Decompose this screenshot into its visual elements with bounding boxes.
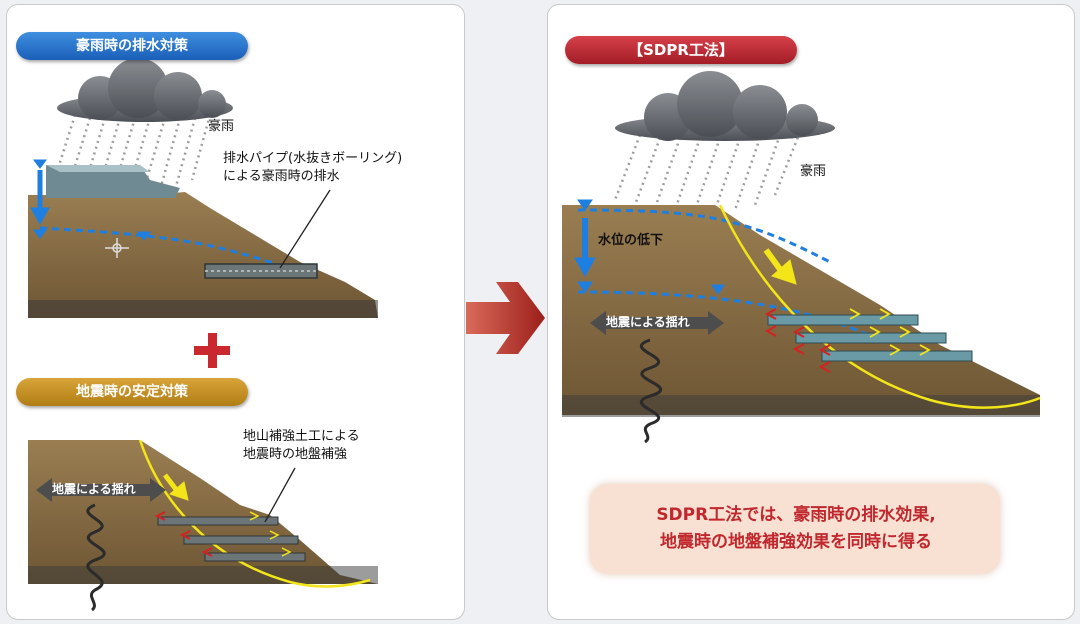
- summary-text: SDPR工法では、豪雨時の排水効果, 地震時の地盤補強効果を同時に得る: [606, 502, 986, 556]
- rain-streaks-right: [613, 131, 802, 211]
- rain-cloud-right: [615, 71, 835, 141]
- shaking-label-right: 地震による揺れ: [606, 315, 690, 329]
- water-drop-label: 水位の低下: [598, 233, 664, 248]
- soil-nails-left: [157, 516, 306, 562]
- reinforce-label-line1: 地山補強土工による: [243, 429, 360, 444]
- slope-ground-quake: [28, 440, 378, 584]
- shaking-arrow-left: [36, 478, 166, 502]
- quake-section-title: 地震時の安定対策: [16, 378, 248, 406]
- reinforce-label-line2: 地震時の地盤補強: [243, 447, 348, 462]
- reinforce-leader-line: [264, 467, 296, 523]
- water-level-arrow-right: [574, 199, 725, 295]
- rain-section-title: 豪雨時の排水対策: [16, 32, 248, 60]
- pipe-label-line1: 排水パイプ(水抜きボーリング): [223, 151, 403, 166]
- rain-label-right: 豪雨: [800, 164, 827, 179]
- water-table-initial: [577, 208, 831, 264]
- rain-scene-left: [28, 58, 378, 318]
- sdpr-title: 【SDPR工法】: [565, 36, 797, 64]
- slide-arrow-right: [763, 248, 797, 285]
- slip-surface-left: [138, 439, 371, 588]
- quake-scene-left: [28, 439, 378, 612]
- summary-line2: 地震時の地盤補強効果を同時に得る: [660, 532, 932, 552]
- slope-ground-left: [28, 192, 378, 318]
- slide-arrow-left: [163, 473, 189, 501]
- shaking-arrow-right: [590, 311, 724, 335]
- shaking-waves-left: [86, 503, 106, 612]
- pipe-label-line2: による豪雨時の排水: [223, 169, 340, 184]
- slope-ground-right: [562, 205, 1040, 415]
- transition-arrow: [466, 282, 545, 354]
- rain-cloud-left: [57, 58, 233, 122]
- summary-box: [590, 484, 1000, 574]
- water-table-lowered: [577, 290, 881, 342]
- flooded-surface: [46, 165, 180, 198]
- sdpr-scene: [562, 71, 1041, 444]
- water-level-arrow-left: [30, 159, 151, 241]
- rain-label-left: 豪雨: [208, 119, 235, 134]
- summary-line1: SDPR工法では、豪雨時の排水効果,: [656, 505, 936, 525]
- shaking-waves-right: [640, 338, 663, 444]
- plus-icon: [194, 333, 230, 368]
- slip-surface-right: [718, 204, 1041, 409]
- crosshair-marker: [105, 238, 129, 258]
- pipe-leader-line: [279, 189, 331, 269]
- shaking-label-left: 地震による揺れ: [52, 482, 136, 496]
